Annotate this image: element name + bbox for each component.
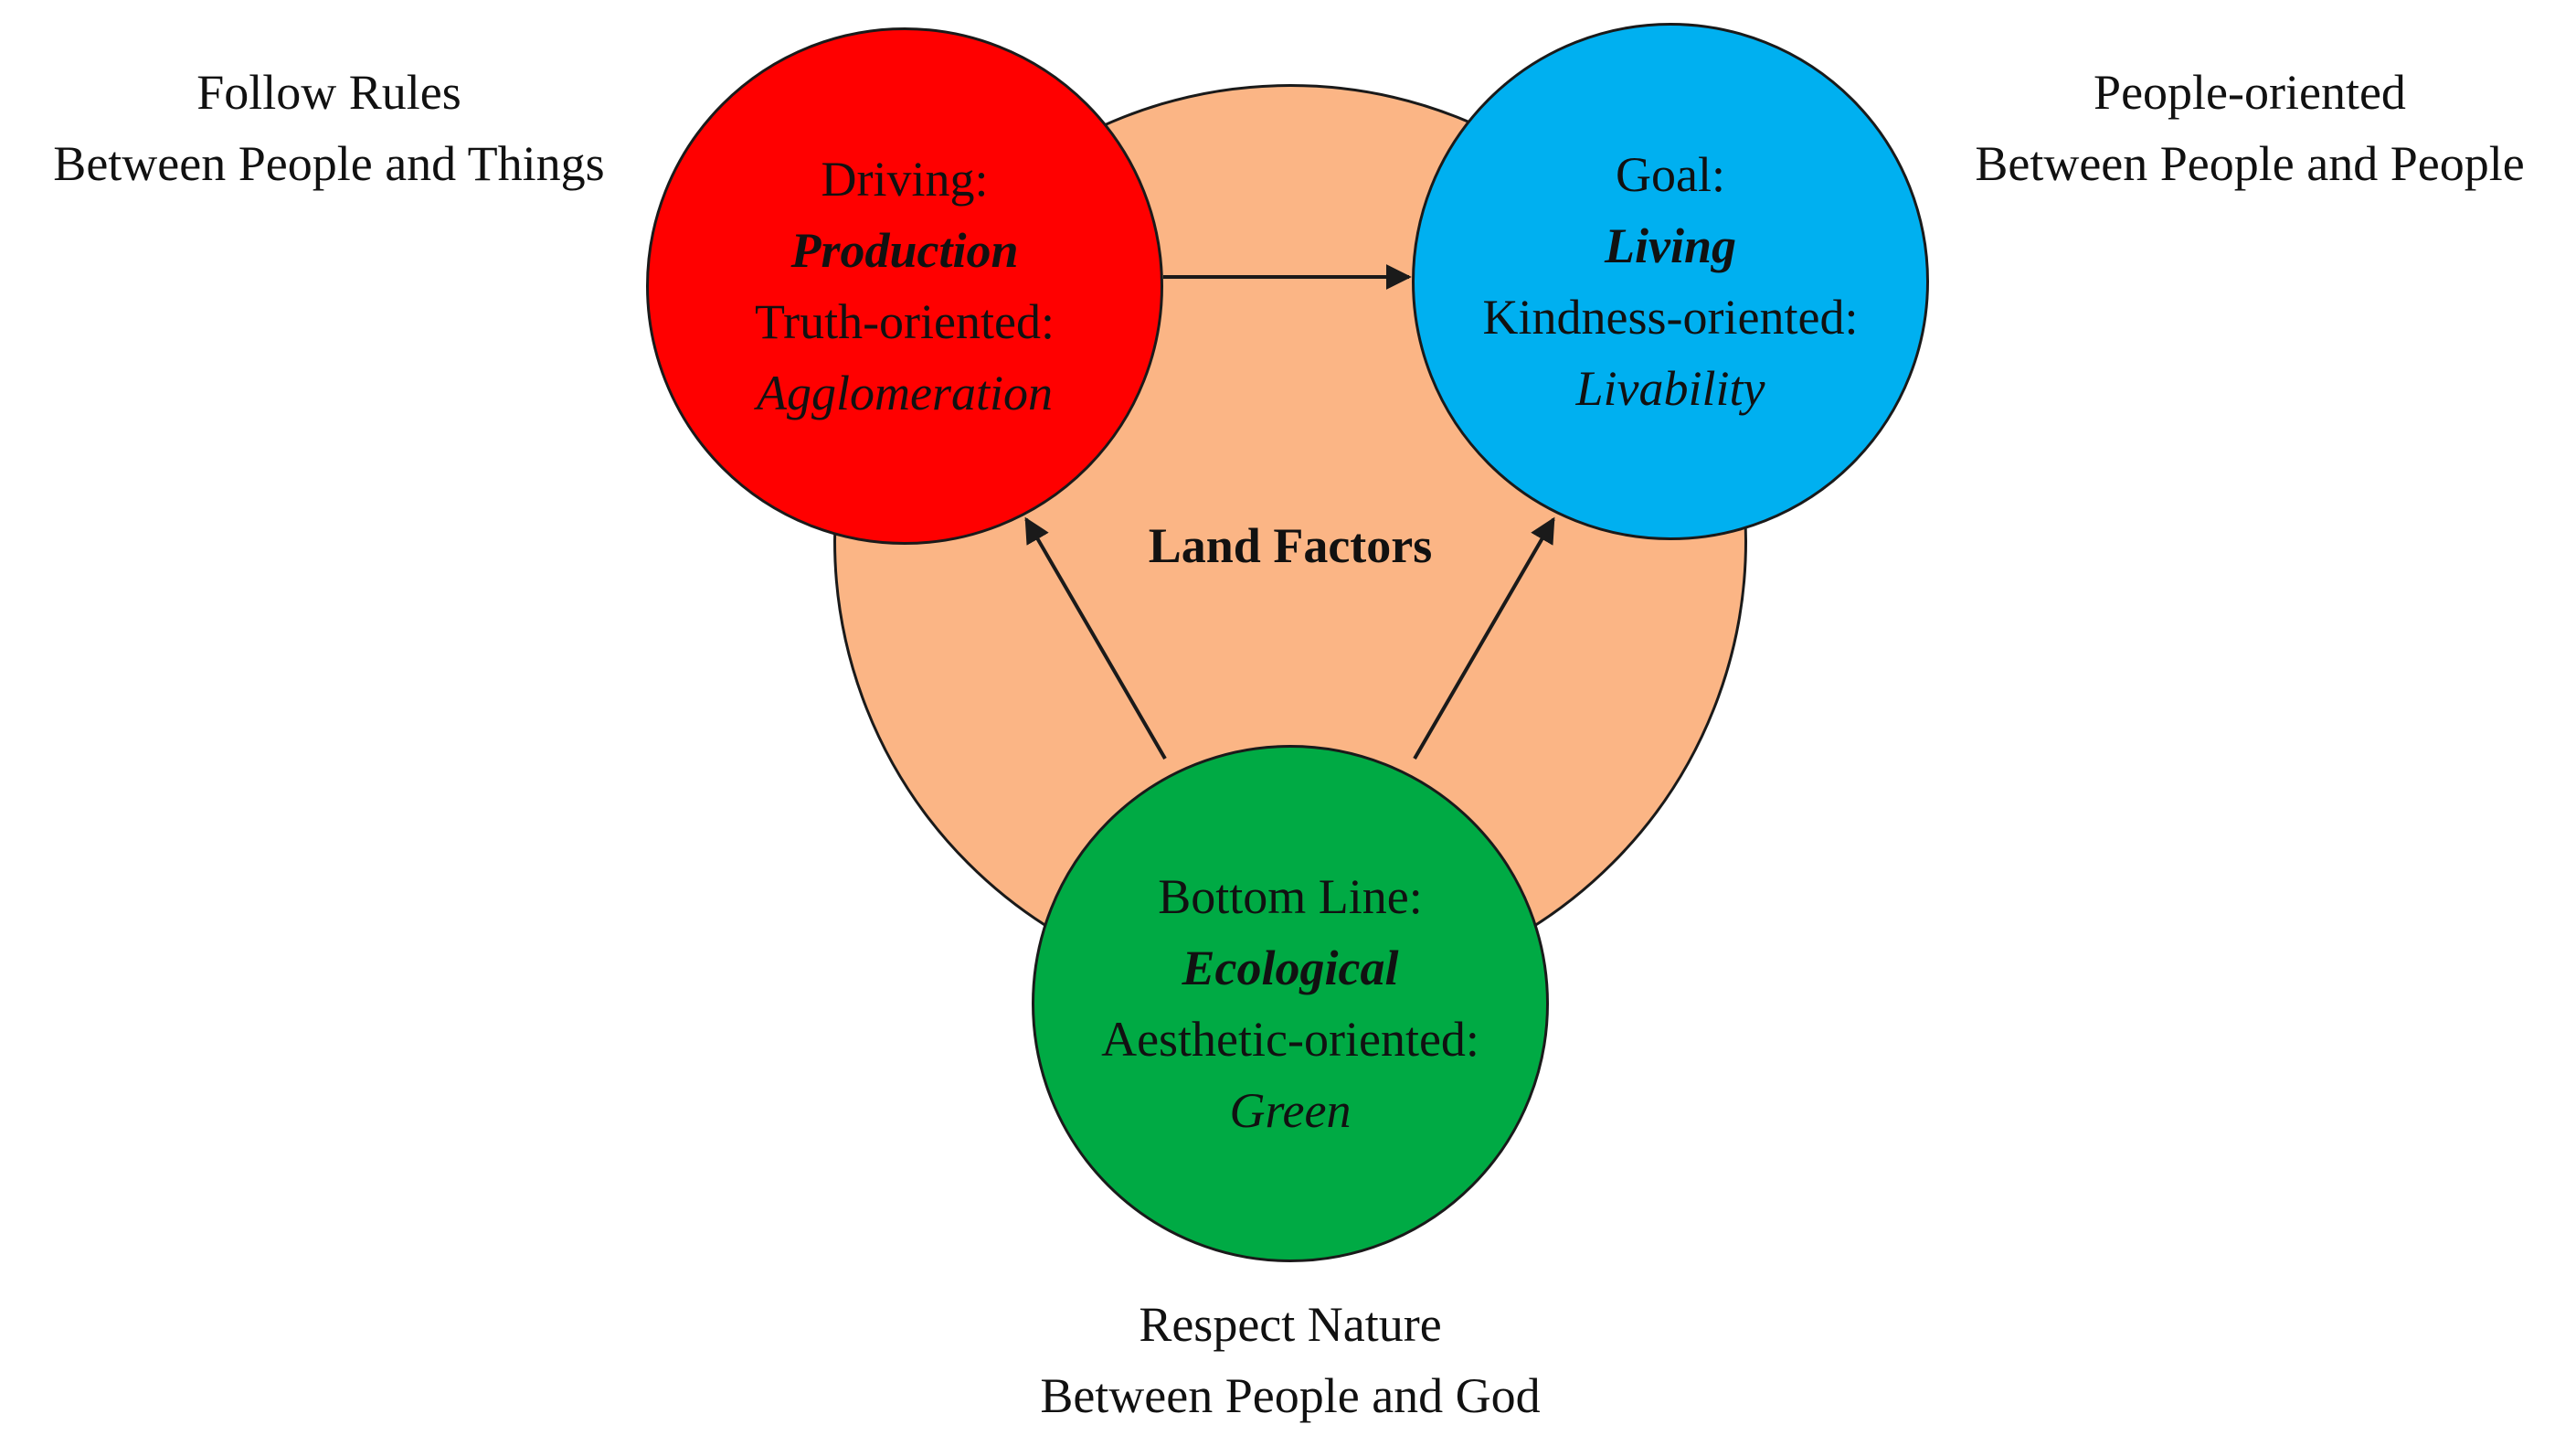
respect-nature-label: Respect Nature Between People and God bbox=[925, 1289, 1656, 1431]
ecological-circle: Bottom Line: Ecological Aesthetic-orient… bbox=[1032, 745, 1549, 1262]
living-kindness-label: Kindness-oriented: bbox=[1482, 290, 1859, 345]
ecological-title: Ecological bbox=[1182, 941, 1399, 995]
production-circle: Driving: Production Truth-oriented: Aggl… bbox=[646, 27, 1163, 545]
ecological-green: Green bbox=[1229, 1083, 1352, 1138]
ecological-aesthetic-label: Aesthetic-oriented: bbox=[1101, 1012, 1479, 1067]
people-oriented-label: People-oriented Between People and Peopl… bbox=[1930, 57, 2570, 199]
follow-rules-line2: Between People and Things bbox=[53, 136, 605, 191]
arrow-ecological-to-production bbox=[1024, 516, 1167, 760]
respect-nature-line2: Between People and God bbox=[1040, 1368, 1541, 1423]
production-driving-label: Driving: bbox=[821, 152, 989, 207]
living-goal-label: Goal: bbox=[1616, 147, 1725, 202]
follow-rules-label: Follow Rules Between People and Things bbox=[9, 57, 649, 199]
living-circle: Goal: Living Kindness-oriented: Livabili… bbox=[1412, 23, 1929, 540]
production-truth-label: Truth-oriented: bbox=[755, 294, 1055, 349]
people-oriented-line2: Between People and People bbox=[1975, 136, 2525, 191]
land-factors-label: Land Factors bbox=[1148, 518, 1433, 573]
production-title: Production bbox=[790, 223, 1019, 278]
production-agglomeration: Agglomeration bbox=[757, 366, 1053, 420]
respect-nature-line1: Respect Nature bbox=[1139, 1297, 1442, 1352]
living-livability: Livability bbox=[1575, 361, 1765, 416]
follow-rules-line1: Follow Rules bbox=[196, 65, 461, 120]
arrow-ecological-to-living bbox=[1413, 516, 1555, 760]
living-title: Living bbox=[1605, 218, 1736, 273]
people-oriented-line1: People-oriented bbox=[2094, 65, 2406, 120]
ecological-bottom-line-label: Bottom Line: bbox=[1158, 869, 1423, 924]
